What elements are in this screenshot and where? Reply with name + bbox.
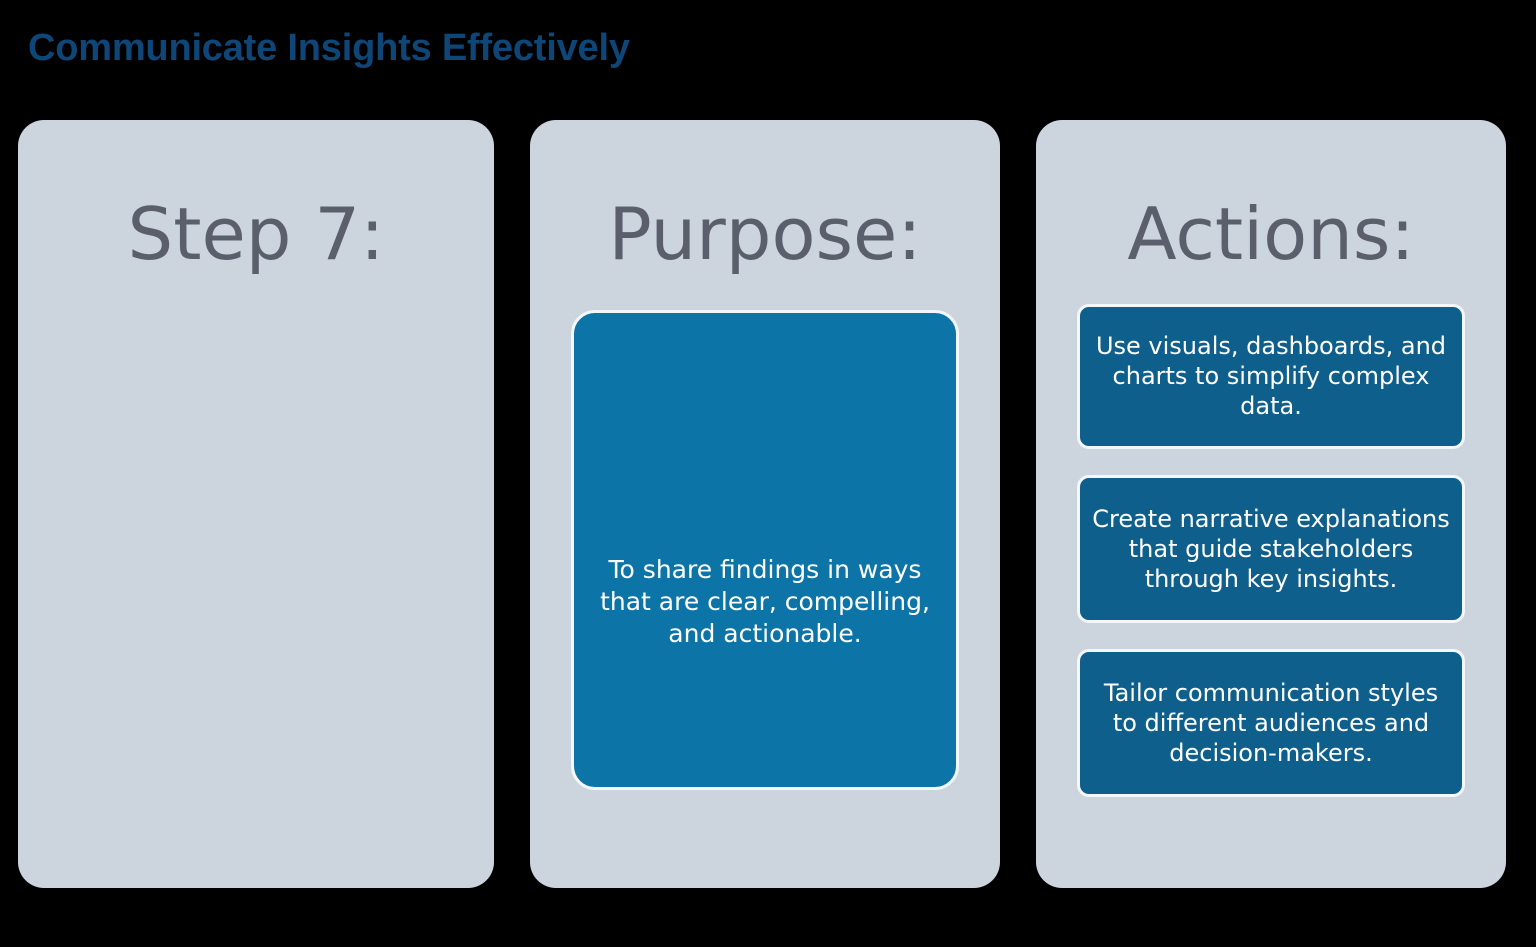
purpose-body-text: To share findings in ways that are clear… xyxy=(600,555,930,648)
actions-heading: Actions: xyxy=(1127,192,1415,276)
actions-column-card: Actions: Use visuals, dashboards, and ch… xyxy=(1036,120,1506,888)
purpose-heading: Purpose: xyxy=(608,192,922,276)
step-column-card: Step 7: xyxy=(18,120,494,888)
purpose-column-card: Purpose: To share findings in ways that … xyxy=(530,120,1000,888)
action-item: Create narrative explanations that guide… xyxy=(1077,475,1465,623)
step-card-row: Step 7: Purpose: To share findings in wa… xyxy=(18,120,1518,888)
action-item: Tailor communication styles to different… xyxy=(1077,649,1465,797)
purpose-body-panel: To share findings in ways that are clear… xyxy=(571,310,959,790)
action-item: Use visuals, dashboards, and charts to s… xyxy=(1077,304,1465,449)
actions-list: Use visuals, dashboards, and charts to s… xyxy=(1077,304,1465,797)
step-heading: Step 7: xyxy=(127,192,385,276)
page-title: Communicate Insights Effectively xyxy=(28,27,630,69)
